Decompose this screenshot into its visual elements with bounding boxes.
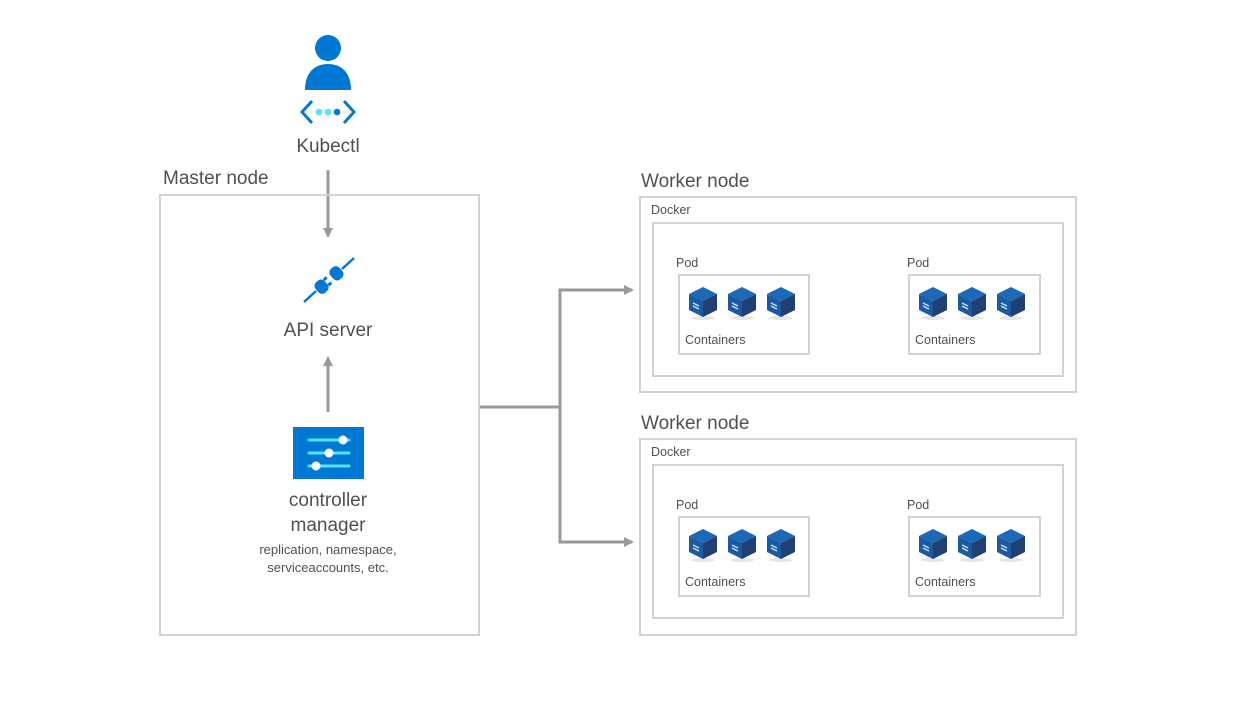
worker-node-2-pod-1 xyxy=(678,516,810,597)
controller-manager-label-line2: manager xyxy=(290,515,366,536)
master-node-title: Master node xyxy=(163,168,269,189)
worker-node-2-pod-2-containers-label: Containers xyxy=(915,575,976,589)
controller-manager-label: controller manager xyxy=(228,488,428,538)
container-cube-icon xyxy=(728,287,756,320)
container-cube-icon xyxy=(689,287,717,320)
container-cube-icon xyxy=(958,287,986,320)
container-cube-icon xyxy=(919,529,947,562)
container-cube-icon xyxy=(689,529,717,562)
worker-node-1-box xyxy=(639,196,1077,393)
worker-node-2-box xyxy=(639,438,1077,636)
worker-node-1-title: Worker node xyxy=(641,171,750,192)
worker-node-1-pod-1 xyxy=(678,274,810,355)
sliders-icon xyxy=(293,427,364,479)
arrow-master-to-worker-1 xyxy=(558,285,634,407)
worker-node-2-docker-label: Docker xyxy=(651,445,691,459)
master-node-box xyxy=(159,194,480,636)
controller-manager-label-line1: controller xyxy=(288,490,368,511)
code-brackets-icon xyxy=(300,99,356,125)
worker-node-2-pod-1-containers-label: Containers xyxy=(685,575,746,589)
arrow-master-to-worker-2 xyxy=(558,407,634,547)
controller-manager-desc-line2: serviceaccounts, etc. xyxy=(267,560,389,575)
worker-node-2-pod-1-label: Pod xyxy=(676,498,699,512)
container-cube-icon xyxy=(767,287,795,320)
plug-connector-icon xyxy=(303,257,355,303)
container-cube-icon xyxy=(997,529,1025,562)
user-icon xyxy=(305,35,351,90)
worker-node-2-docker-box xyxy=(652,464,1064,619)
container-cube-icon xyxy=(997,287,1025,320)
worker-node-1-pod-1-containers-label: Containers xyxy=(685,333,746,347)
worker-node-1-docker-box xyxy=(652,222,1064,377)
worker-node-1-docker-label: Docker xyxy=(651,203,691,217)
worker-node-1-pod-2-containers-label: Containers xyxy=(915,333,976,347)
api-server-label: API server xyxy=(283,320,373,341)
worker-node-2-pod-2-label: Pod xyxy=(907,498,930,512)
kubectl-label: Kubectl xyxy=(296,136,360,157)
worker-node-2-title: Worker node xyxy=(641,413,750,434)
worker-node-1-pod-2-label: Pod xyxy=(907,256,930,270)
controller-manager-description: replication, namespace, serviceaccounts,… xyxy=(218,541,438,577)
container-cube-icon xyxy=(767,529,795,562)
worker-node-2-pod-2 xyxy=(908,516,1041,597)
container-cube-icon xyxy=(919,287,947,320)
container-cube-icon xyxy=(958,529,986,562)
kubectl-group: Kubectl xyxy=(288,32,368,162)
worker-node-1-pod-1-label: Pod xyxy=(676,256,699,270)
container-cube-icon xyxy=(728,529,756,562)
worker-node-1-pod-2 xyxy=(908,274,1041,355)
controller-manager-desc-line1: replication, namespace, xyxy=(259,542,397,557)
